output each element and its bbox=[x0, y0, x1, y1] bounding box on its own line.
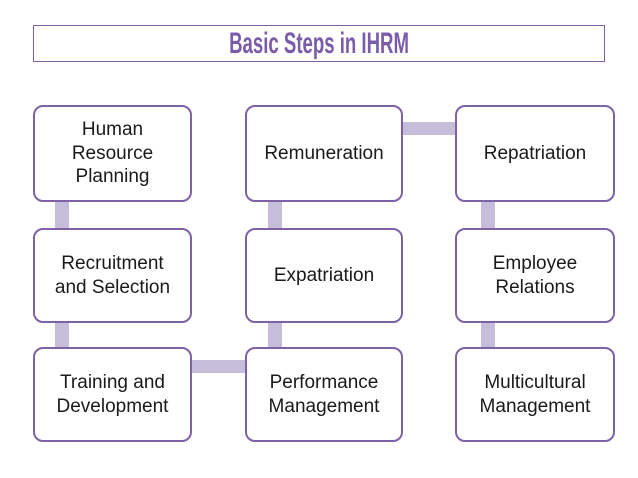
step-box-multicultural-management: Multicultural Management bbox=[455, 347, 615, 442]
connector-remuneration-to-repatriation bbox=[397, 122, 461, 135]
connector-recruitment-to-training bbox=[55, 314, 69, 354]
step-label: Remuneration bbox=[264, 142, 384, 164]
step-label: Multicultural Management bbox=[479, 371, 591, 417]
step-box-employee-relations: Employee Relations bbox=[455, 228, 615, 323]
step-box-performance-management: Performance Management bbox=[245, 347, 403, 442]
step-box-remuneration: Remuneration bbox=[245, 105, 403, 202]
step-label: Repatriation bbox=[483, 142, 587, 164]
step-box-training-and-development: Training and Development bbox=[33, 347, 192, 442]
connector-training-to-performance bbox=[186, 360, 251, 373]
connector-employee-relations-to-multicultural bbox=[481, 314, 495, 354]
connector-performance-to-expatriation bbox=[268, 314, 282, 354]
step-label: Employee Relations bbox=[492, 252, 578, 298]
connector-expatriation-to-remuneration bbox=[268, 194, 282, 236]
step-label: Recruitment and Selection bbox=[54, 252, 171, 298]
title-box: Basic Steps in IHRM bbox=[33, 25, 605, 62]
step-box-expatriation: Expatriation bbox=[245, 228, 403, 323]
connector-hrp-to-recruitment bbox=[55, 194, 69, 236]
step-label: Expatriation bbox=[273, 264, 375, 286]
connector-repatriation-to-employee-relations bbox=[481, 194, 495, 236]
step-label: Training and Development bbox=[56, 371, 169, 417]
page-title: Basic Steps in IHRM bbox=[229, 26, 409, 60]
step-box-human-resource-planning: Human Resource Planning bbox=[33, 105, 192, 202]
step-box-repatriation: Repatriation bbox=[455, 105, 615, 202]
step-label: Performance Management bbox=[268, 371, 380, 417]
step-label: Human Resource Planning bbox=[71, 118, 154, 188]
step-box-recruitment-and-selection: Recruitment and Selection bbox=[33, 228, 192, 323]
